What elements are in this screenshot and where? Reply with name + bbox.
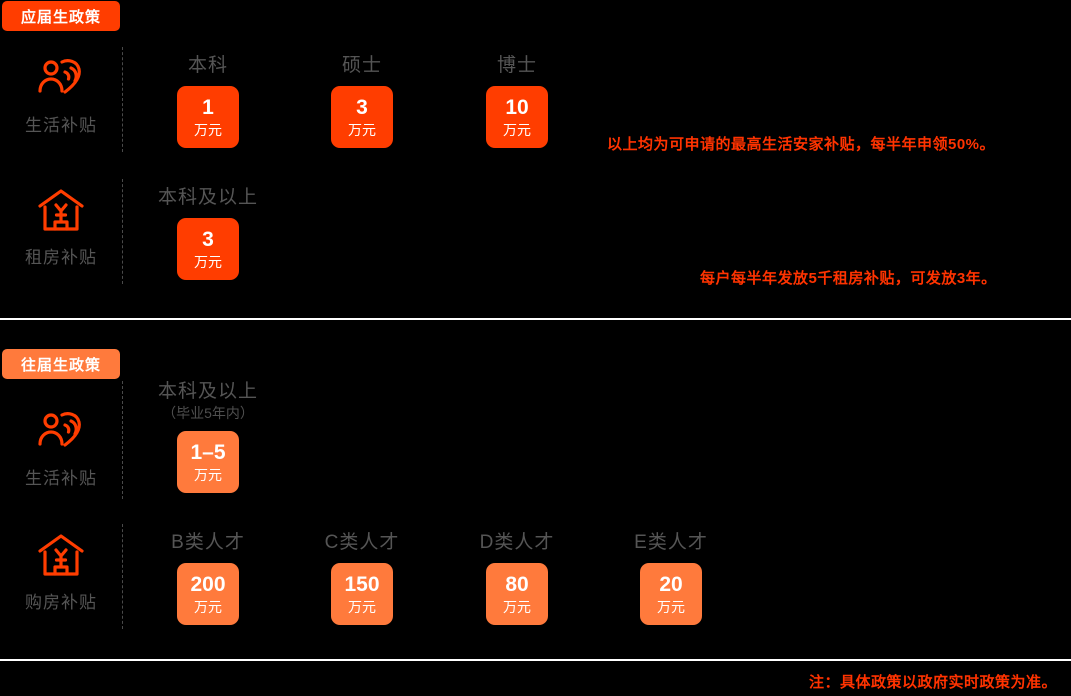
cell-label: D类人才 <box>479 532 555 553</box>
amount-chip: 10 万元 <box>486 85 548 148</box>
amount-value: 3 <box>356 95 368 119</box>
row-divider <box>122 381 123 499</box>
cell-label: E类人才 <box>634 532 708 553</box>
row-category-label: 生活补贴 <box>25 116 97 135</box>
row-category-label: 租房补贴 <box>25 248 97 267</box>
row-category-rent-subsidy: 租房补贴 <box>0 187 122 268</box>
row-divider <box>122 47 123 152</box>
cell-talent-c: C类人才 150 万元 <box>282 532 442 625</box>
row-divider <box>122 524 123 629</box>
amount-unit: 万元 <box>348 598 376 615</box>
cell-master: 硕士 3 万元 <box>282 55 442 148</box>
amount-chip: 3 万元 <box>331 85 393 148</box>
row-category-living-subsidy: 生活补贴 <box>0 55 122 136</box>
cell-label: B类人才 <box>171 532 245 553</box>
amount-chip: 80 万元 <box>486 562 548 625</box>
amount-chip: 20 万元 <box>640 562 702 625</box>
amount-value: 10 <box>505 95 529 119</box>
row-note-rent-subsidy: 每户每半年发放5千租房补贴，可发放3年。 <box>700 270 997 287</box>
row-note-living-subsidy: 以上均为可申请的最高生活安家补贴，每半年申领50%。 <box>607 136 996 153</box>
section-divider <box>0 318 1071 320</box>
amount-value: 20 <box>659 572 683 596</box>
amount-value: 1 <box>202 95 214 119</box>
amount-value: 150 <box>344 572 380 596</box>
section-badge-label: 往届生政策 <box>20 356 101 374</box>
cell-label: 本科及以上 <box>157 381 258 402</box>
row-category-living-subsidy: 生活补贴 <box>0 408 122 489</box>
amount-unit: 万元 <box>503 598 531 615</box>
cell-talent-e: E类人才 20 万元 <box>591 532 751 625</box>
cell-bachelor-and-above-within-5-years: 本科及以上 （毕业5年内） 1–5 万元 <box>128 381 288 493</box>
section-badge-label: 应届生政策 <box>20 8 101 26</box>
cell-bachelor: 本科 1 万元 <box>128 55 288 148</box>
amount-unit: 万元 <box>503 121 531 138</box>
amount-chip: 1–5 万元 <box>177 430 239 493</box>
amount-unit: 万元 <box>194 466 222 483</box>
amount-value: 3 <box>202 227 214 251</box>
cell-talent-d: D类人才 80 万元 <box>437 532 597 625</box>
cell-label: 硕士 <box>341 55 382 76</box>
house-yuan-icon <box>35 532 87 580</box>
row-category-label: 生活补贴 <box>25 469 97 488</box>
cell-label: 本科 <box>187 55 228 76</box>
amount-unit: 万元 <box>657 598 685 615</box>
amount-value: 1–5 <box>190 440 226 464</box>
cell-label: C类人才 <box>324 532 400 553</box>
row-category-label: 购房补贴 <box>25 593 97 612</box>
cell-label: 本科及以上 <box>157 187 258 208</box>
cell-doctor: 博士 10 万元 <box>437 55 597 148</box>
person-heart-icon <box>35 408 87 456</box>
amount-chip: 3 万元 <box>177 217 239 280</box>
amount-chip: 150 万元 <box>331 562 393 625</box>
amount-unit: 万元 <box>348 121 376 138</box>
amount-chip: 1 万元 <box>177 85 239 148</box>
cell-bachelor-and-above: 本科及以上 3 万元 <box>128 187 288 280</box>
amount-value: 80 <box>505 572 529 596</box>
section-badge-past-graduates: 往届生政策 <box>2 349 120 379</box>
cell-sublabel: （毕业5年内） <box>162 404 254 421</box>
amount-value: 200 <box>190 572 226 596</box>
amount-unit: 万元 <box>194 121 222 138</box>
amount-unit: 万元 <box>194 253 222 270</box>
amount-chip: 200 万元 <box>177 562 239 625</box>
footer-divider <box>0 659 1071 661</box>
house-yuan-icon <box>35 187 87 235</box>
person-heart-icon <box>35 55 87 103</box>
cell-label: 博士 <box>496 55 537 76</box>
section-badge-fresh-graduates: 应届生政策 <box>2 1 120 31</box>
row-divider <box>122 179 123 284</box>
row-category-home-purchase-subsidy: 购房补贴 <box>0 532 122 613</box>
cell-talent-b: B类人才 200 万元 <box>128 532 288 625</box>
amount-unit: 万元 <box>194 598 222 615</box>
footer-note: 注：具体政策以政府实时政策为准。 <box>808 674 1057 691</box>
